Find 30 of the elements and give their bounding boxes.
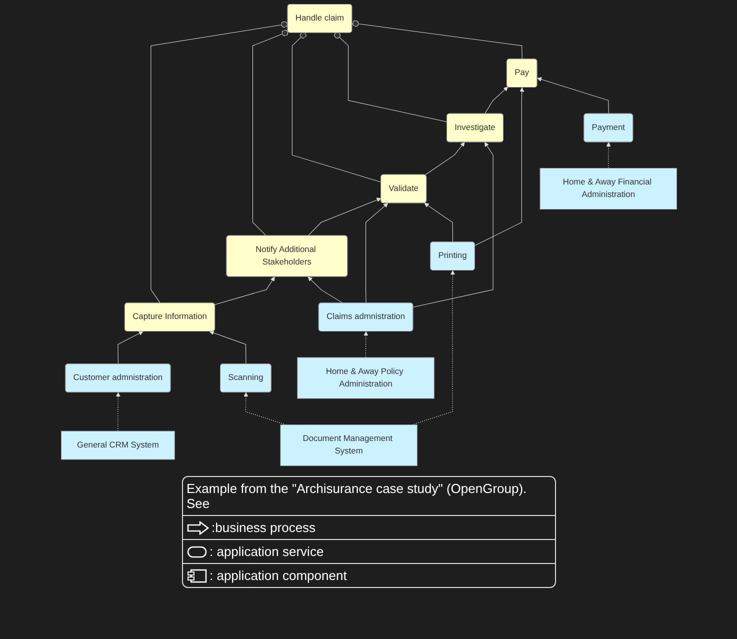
- node-box: Home & Away Financial Administration: [539, 168, 676, 210]
- legend-text: : application service: [210, 544, 324, 559]
- arrow: [424, 202, 453, 242]
- arrow: [536, 77, 608, 114]
- node-box: Home & Away Policy Administration: [296, 357, 434, 399]
- arrow: [214, 276, 274, 305]
- connector: [334, 32, 447, 122]
- arrow: [365, 202, 388, 304]
- arrow: [363, 331, 368, 358]
- arrow: [606, 142, 610, 168]
- node-box: Document Management System: [280, 424, 417, 466]
- arrow: [474, 87, 524, 246]
- arrow: [307, 276, 343, 304]
- arrow: [117, 331, 143, 364]
- connector: [252, 30, 288, 236]
- legend-text: : application component: [210, 568, 347, 583]
- connector: [291, 32, 381, 182]
- arrow: [208, 330, 246, 364]
- legend-text: :business process: [212, 520, 316, 535]
- connector: [150, 21, 288, 304]
- arrow: [411, 270, 455, 426]
- arrow: [115, 392, 120, 432]
- connector: [351, 20, 522, 60]
- arrow: [484, 86, 508, 114]
- arrow: [307, 198, 381, 236]
- arrow: [424, 142, 464, 176]
- note-text: Example from the "Archisurance case study" (OpenGroup). See: [186, 480, 528, 513]
- node-box: General CRM System: [60, 430, 174, 460]
- arrow: [243, 392, 286, 426]
- arrow: [412, 142, 493, 308]
